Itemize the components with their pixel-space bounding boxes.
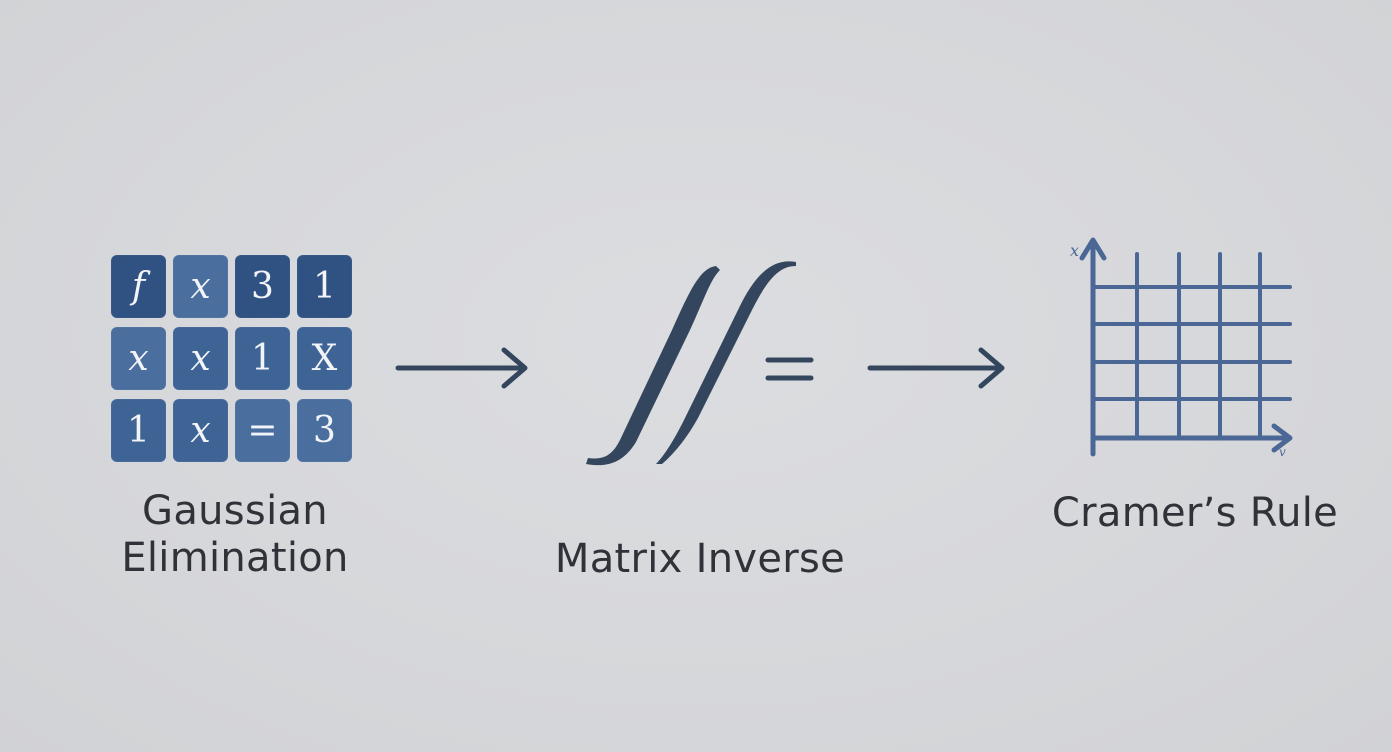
matrix-cell: 3	[297, 399, 352, 462]
matrix-cell: 1	[235, 327, 290, 390]
matrix-cell: X	[297, 327, 352, 390]
y-axis-letter: x	[1070, 241, 1079, 260]
equals-icon	[765, 357, 814, 381]
matrix-inverse-label: Matrix Inverse	[554, 536, 846, 582]
matrix-cell: x	[173, 255, 228, 318]
matrix-cell: 1	[297, 255, 352, 318]
gaussian-label-line2: Elimination	[121, 535, 349, 581]
grid-plot-icon	[1079, 237, 1293, 457]
integral-symbol-icon	[586, 261, 796, 466]
cramers-rule-label: Cramer’s Rule	[1051, 490, 1339, 536]
x-axis-letter: v	[1279, 445, 1286, 459]
arrow-right-icon-2	[867, 347, 1005, 389]
gaussian-label-line1: Gaussian	[142, 488, 328, 534]
matrix-cell: x	[173, 327, 228, 390]
matrix-cell: f	[111, 255, 166, 318]
matrix-cell: x	[173, 399, 228, 462]
matrix-cell: x	[111, 327, 166, 390]
matrix-cell: 1	[111, 399, 166, 462]
arrow-right-icon	[395, 347, 528, 389]
matrix-cell: 3	[235, 255, 290, 318]
matrix-cell: =	[235, 399, 290, 462]
gaussian-elimination-label: Gaussian Elimination	[100, 488, 370, 582]
